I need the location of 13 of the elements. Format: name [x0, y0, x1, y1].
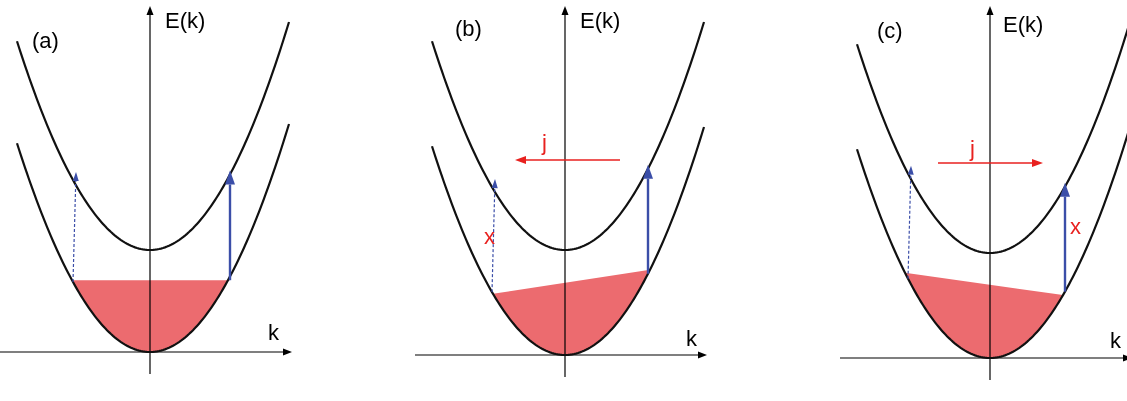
axis-label: E(k) [1003, 14, 1044, 36]
cross-mark: x [1070, 216, 1081, 238]
axis-label: k [686, 328, 697, 350]
axis-label: E(k) [580, 10, 621, 32]
cross-mark: x [484, 226, 495, 248]
panel-label: (c) [877, 20, 903, 42]
axis-label: k [268, 322, 279, 344]
current-label: j [542, 132, 547, 154]
panel-label: (b) [455, 18, 482, 40]
panel-label: (a) [32, 30, 59, 52]
current-label: j [970, 138, 975, 160]
axis-label: k [1110, 330, 1121, 352]
axis-label: E(k) [165, 10, 206, 32]
